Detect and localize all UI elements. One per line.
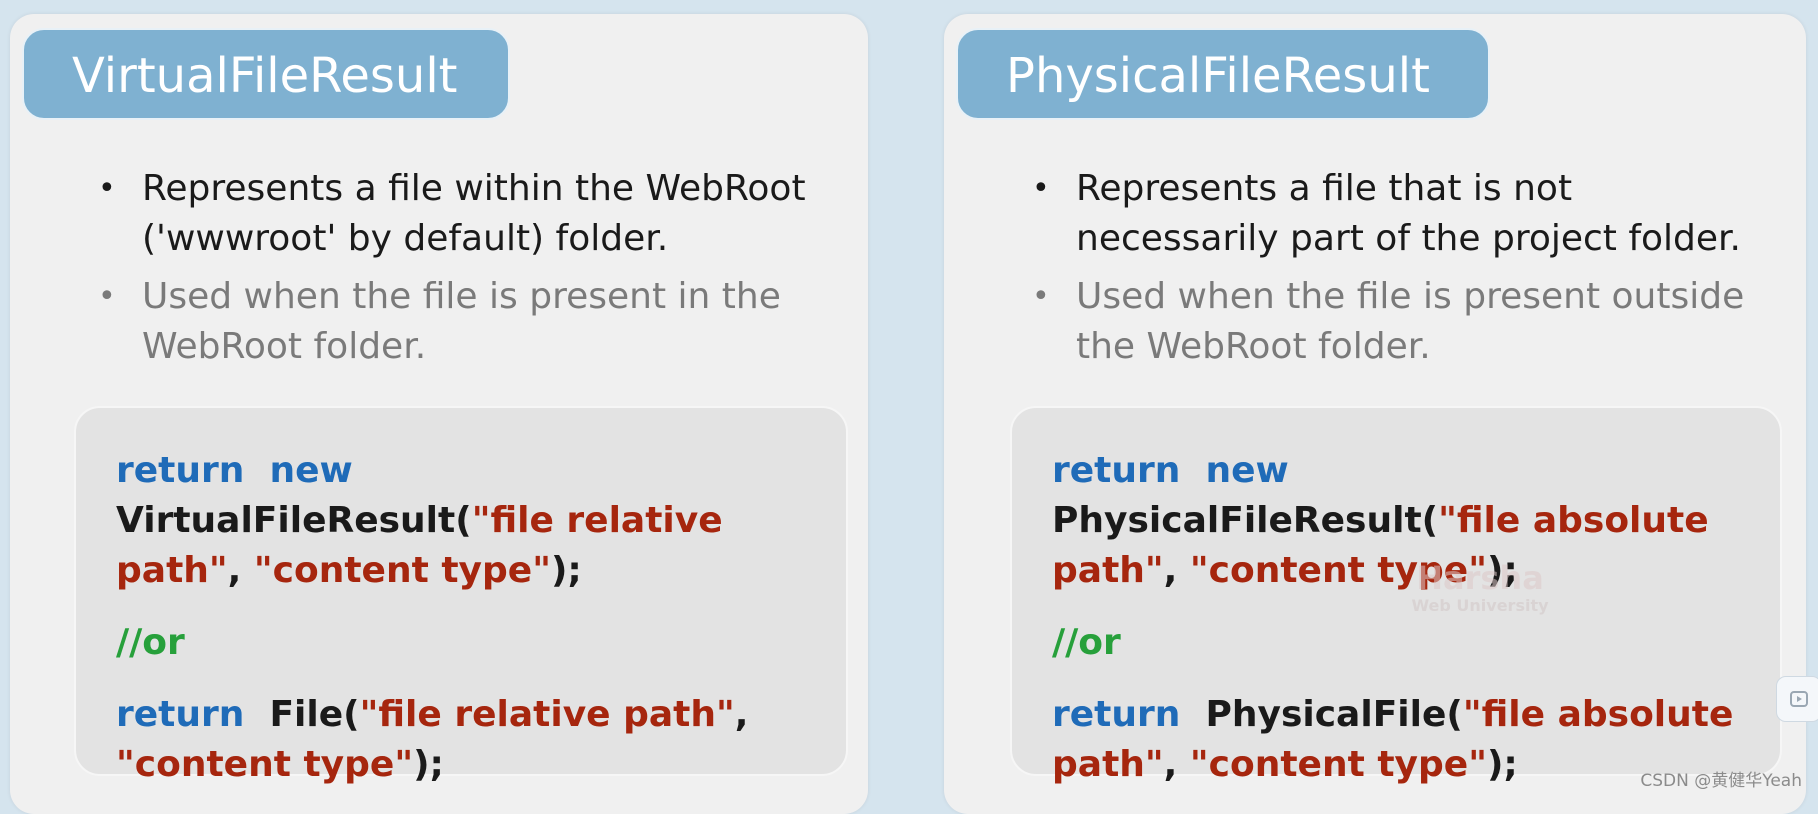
- bullet-item: • Used when the file is present in the W…: [90, 272, 848, 372]
- class-call: VirtualFileResult(: [116, 500, 472, 541]
- keyword-new: new: [1205, 450, 1289, 491]
- bullet-list: • Represents a file that is not necessar…: [1024, 164, 1786, 380]
- statement-end: );: [550, 550, 582, 591]
- code-line: return new PhysicalFileResult("file abso…: [1052, 446, 1744, 596]
- string-literal: "file relative path": [116, 500, 723, 591]
- statement-end: );: [1486, 744, 1518, 785]
- watermark-subtitle: Web University: [1411, 596, 1549, 615]
- bullet-list: • Represents a file within the WebRoot (…: [90, 164, 848, 380]
- physical-file-result-panel: PhysicalFileResult • Represents a file t…: [944, 14, 1806, 814]
- function-call: PhysicalFile(: [1205, 694, 1463, 735]
- string-literal: "file absolute path": [1052, 694, 1734, 785]
- separator: ,: [734, 694, 749, 735]
- credit-text: CSDN @黄健华Yeah: [1640, 771, 1802, 791]
- string-literal: "content type": [116, 744, 414, 785]
- bullet-item: • Represents a file that is not necessar…: [1024, 164, 1786, 264]
- watermark-name: Harsha: [1416, 559, 1544, 597]
- statement-end: );: [413, 744, 444, 785]
- string-literal: "content type": [1189, 550, 1487, 591]
- bullet-dot: •: [98, 171, 116, 206]
- bullet-text: Used when the file is present in the Web…: [142, 276, 781, 367]
- keyword-return: return: [116, 694, 245, 735]
- code-snippet: return new PhysicalFileResult("file abso…: [1010, 406, 1782, 785]
- function-call: File(: [269, 694, 360, 735]
- virtual-file-result-panel: VirtualFileResult • Represents a file wi…: [10, 14, 868, 814]
- panel-title: PhysicalFileResult: [956, 28, 1490, 120]
- bullet-text: Represents a file that is not necessaril…: [1076, 168, 1741, 259]
- bullet-item: • Represents a file within the WebRoot (…: [90, 164, 848, 264]
- keyword-new: new: [269, 450, 353, 491]
- string-literal: "content type": [1189, 744, 1487, 785]
- code-line: return new VirtualFileResult("file relat…: [116, 446, 810, 596]
- bullet-text: Represents a file within the WebRoot ('w…: [142, 168, 806, 259]
- keyword-return: return: [1052, 450, 1181, 491]
- code-snippet: return new VirtualFileResult("file relat…: [74, 406, 848, 785]
- class-call: PhysicalFileResult(: [1052, 500, 1439, 541]
- play-icon: [1790, 691, 1808, 707]
- string-literal: "file relative path": [359, 694, 735, 735]
- bullet-dot: •: [1032, 171, 1050, 206]
- keyword-return: return: [1052, 694, 1181, 735]
- bullet-item: • Used when the file is present outside …: [1024, 272, 1786, 372]
- watermark-logo: Harsha Web University: [1394, 560, 1566, 622]
- string-literal: "file absolute path": [1052, 500, 1709, 591]
- code-line: return File("file relative path", "conte…: [116, 690, 810, 790]
- bullet-dot: •: [1032, 279, 1050, 314]
- code-line: return PhysicalFile("file absolute path"…: [1052, 690, 1744, 790]
- keyword-return: return: [116, 450, 245, 491]
- bullet-text: Used when the file is present outside th…: [1076, 276, 1745, 367]
- statement-end: );: [1486, 550, 1518, 591]
- panel-title: VirtualFileResult: [22, 28, 510, 120]
- separator: ,: [227, 550, 254, 591]
- string-literal: "content type": [253, 550, 551, 591]
- code-comment: //or: [1052, 622, 1121, 663]
- bullet-dot: •: [98, 279, 116, 314]
- code-comment: //or: [116, 622, 185, 663]
- separator: ,: [1163, 744, 1190, 785]
- play-button[interactable]: [1776, 676, 1818, 722]
- separator: ,: [1163, 550, 1190, 591]
